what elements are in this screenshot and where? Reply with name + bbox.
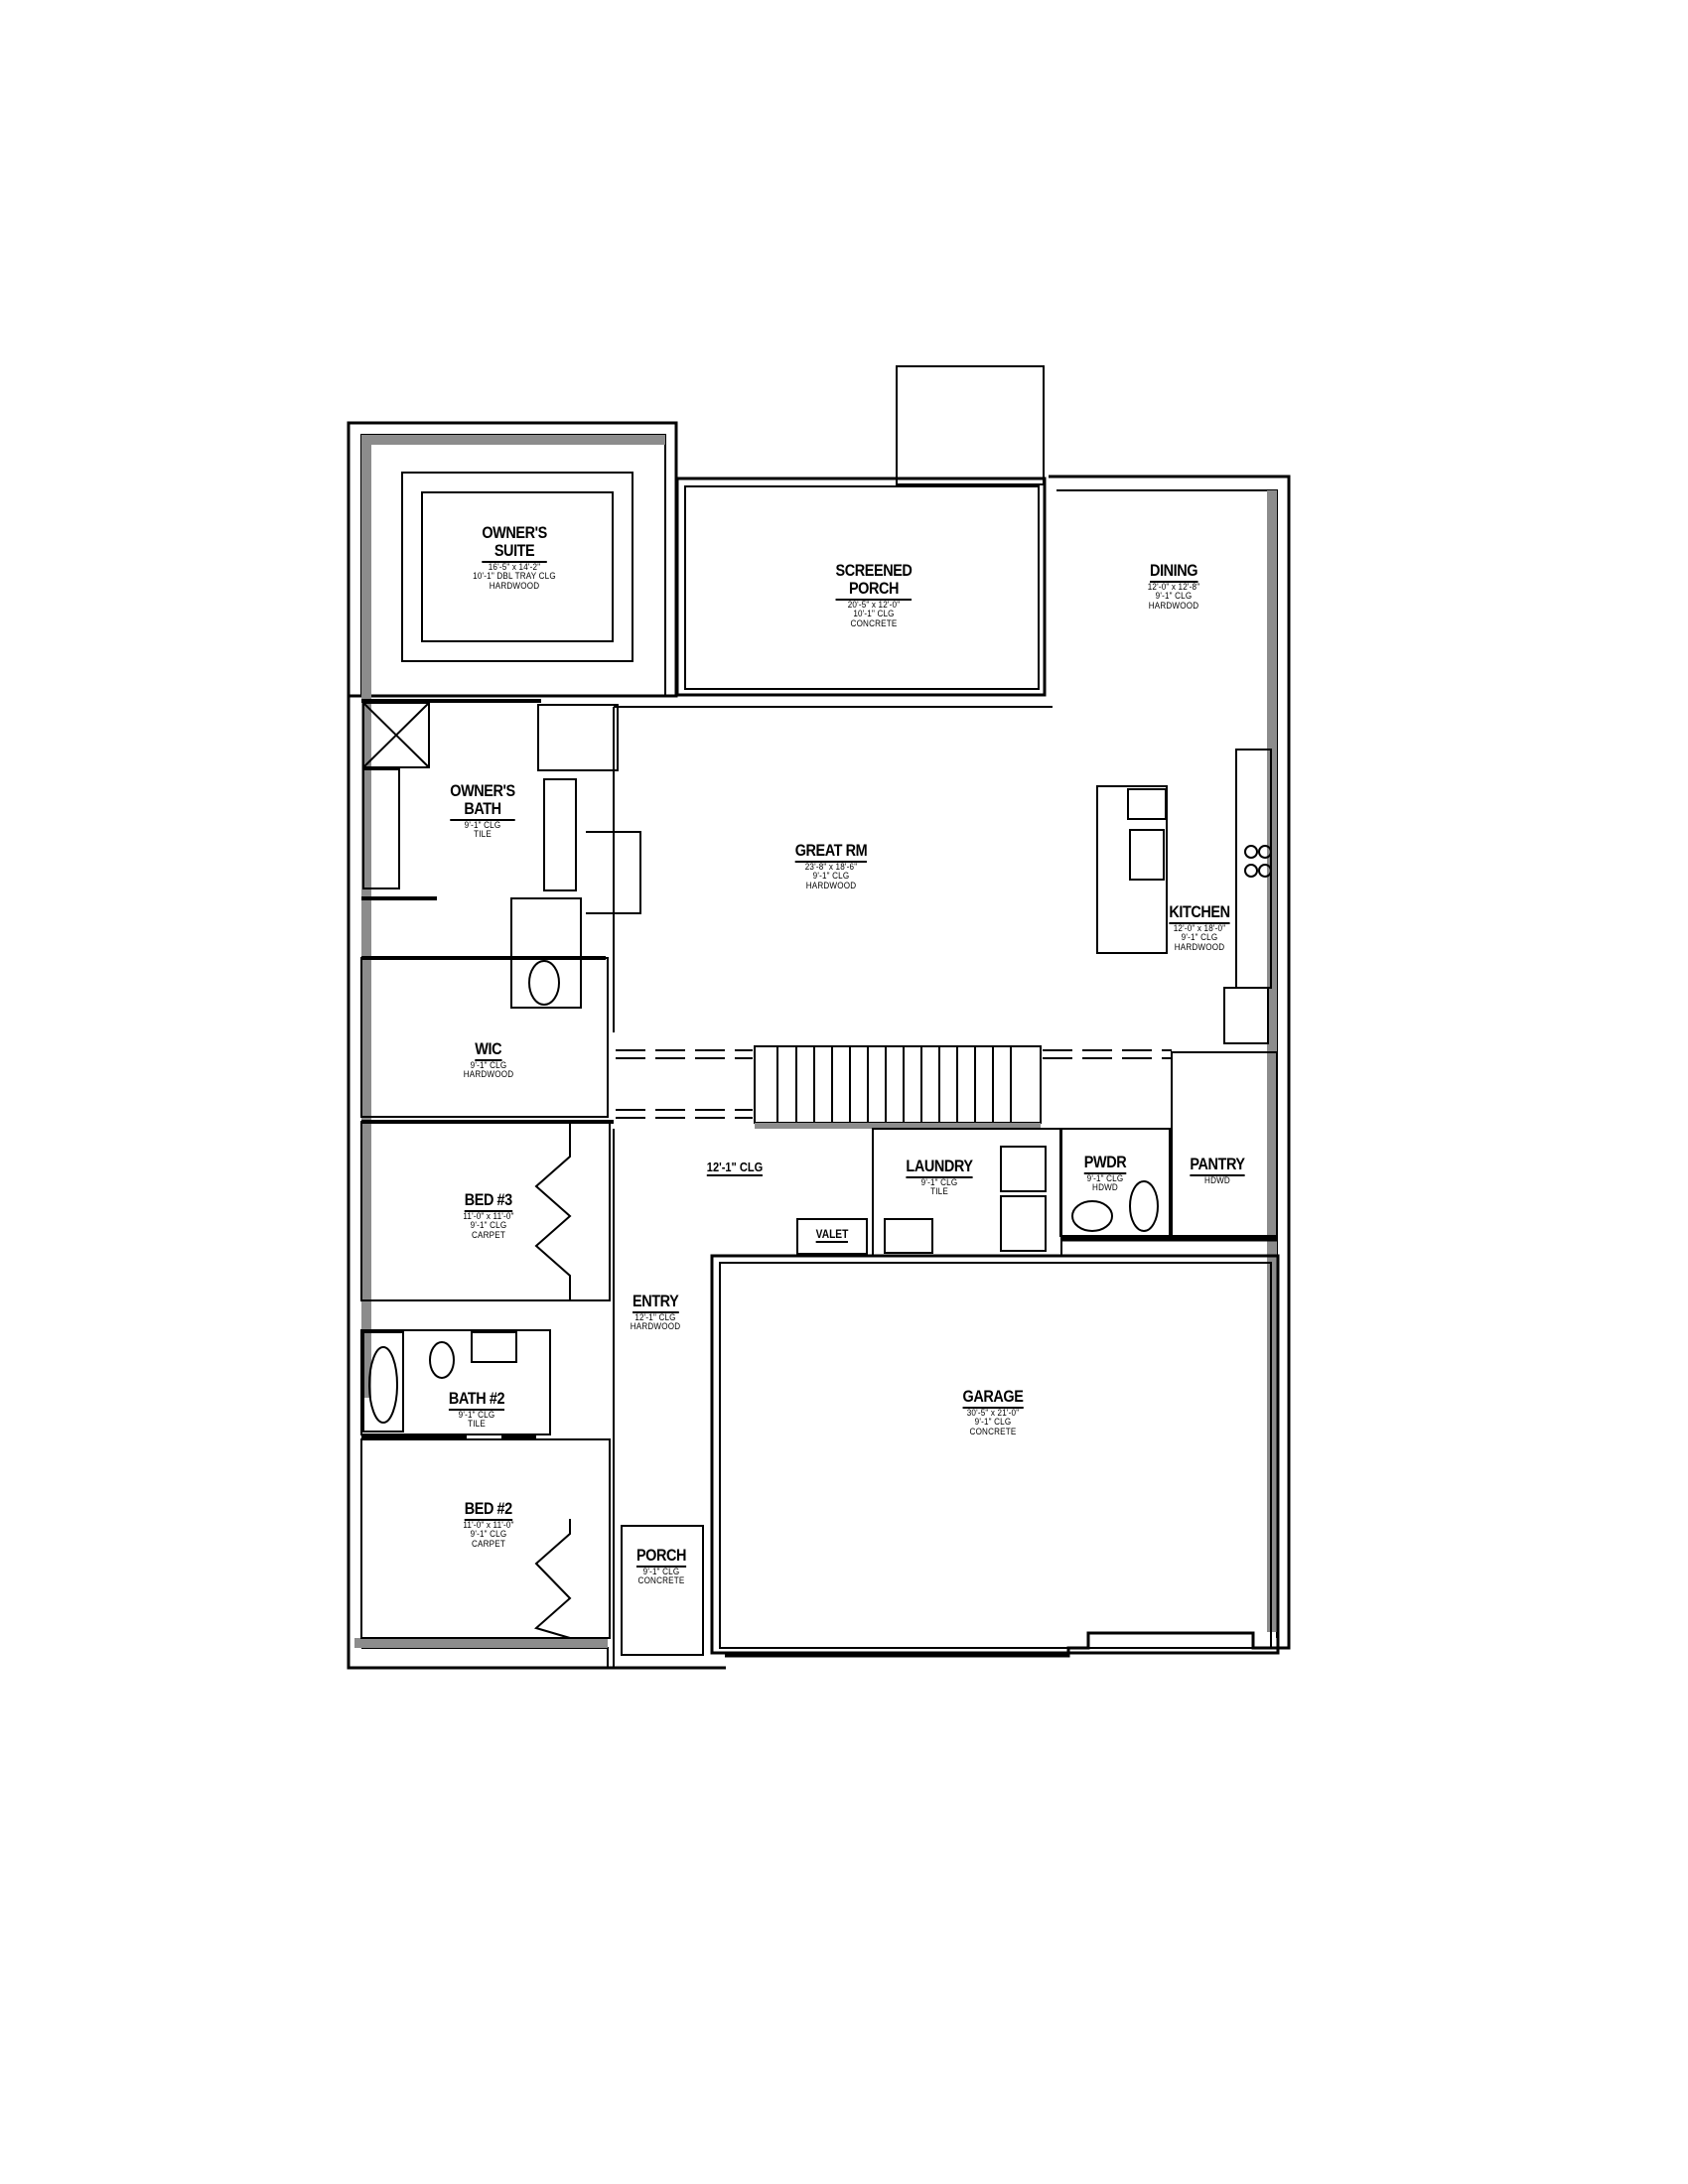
screened-porch-walls [675,477,1047,697]
room-name: DINING [1149,561,1198,580]
room-label-owners-suite: OWNER'S SUITE 16'-5" x 14'-2" 10'-1" DBL… [469,524,561,591]
room-ceiling: 12'-1" CLG [634,1311,676,1322]
room-name: SUITE [493,540,535,560]
powder-pantry-walls [1059,1051,1278,1242]
owners-bath-walls [361,699,619,1009]
room-floor: HDWD [1204,1174,1230,1185]
room-label-garage: GARAGE 30'-5" x 21'-0" 9'-1" CLG CONCRET… [957,1388,1029,1436]
room-floor: CARPET [472,1229,505,1240]
room-name: BATH #2 [448,1389,505,1408]
bed3-walls [360,1121,611,1301]
room-floor: TILE [930,1186,948,1197]
room-ceiling: 9'-1" CLG [470,1220,507,1231]
room-ceiling: 9'-1" CLG [1155,591,1193,602]
room-name: KITCHEN [1169,902,1230,921]
valet-bench [796,1218,868,1255]
bathtub [362,1331,404,1433]
owners-suite-walls [347,421,678,1398]
room-floor: HARDWOOD [1174,941,1225,952]
room-dims: 12'-0" x 12'-8" [1147,581,1200,592]
room-floor: HARDWOOD [1148,600,1199,611]
entry-walls [613,1129,704,1668]
room-label-owners-bath: OWNER'S BATH 9'-1" CLG TILE [444,782,520,840]
room-label-entry: ENTRY 12'-1" CLG HARDWOOD [628,1293,683,1332]
room-label-bed2: BED #2 11'-0" x 11'-0" 9'-1" CLG CARPET [460,1500,516,1549]
room-name: OWNER'S [482,523,547,542]
shower [362,702,430,768]
room-ceiling: 9'-1" CLG [812,871,850,882]
room-ceiling: 9'-1" CLG [1181,932,1218,943]
room-floor: HARDWOOD [805,880,857,890]
room-ceiling: 9'-1" CLG [458,1409,495,1420]
room-name: PORCH [635,1546,687,1565]
kitchen-island [1096,785,1168,954]
room-name: LAUNDRY [906,1157,973,1175]
room-name: BATH [464,798,501,818]
room-label-porch: PORCH 9'-1" CLG CONCRETE [633,1547,691,1586]
room-name: ENTRY [632,1292,679,1310]
great-room-walls [586,706,1272,1044]
room-dims: 12'-0" x 18'-0" [1173,922,1226,933]
room-label-kitchen: KITCHEN 12'-0" x 18'-0" 9'-1" CLG HARDWO… [1164,903,1235,952]
room-floor: HDWD [1092,1182,1118,1193]
room-label-bath2: BATH #2 9'-1" CLG TILE [444,1390,509,1430]
room-label-pantry: PANTRY HDWD [1186,1156,1250,1185]
staircase [616,1045,1172,1129]
garage-walls [710,1254,1280,1655]
kitchen-counter [1235,749,1272,989]
room-floor: HARDWOOD [463,1069,514,1080]
room-label-laundry: LAUNDRY 9'-1" CLG TILE [901,1158,979,1197]
exterior-bump [896,365,1045,485]
room-name: GARAGE [962,1387,1024,1406]
room-dims: 11'-0" x 11'-0" [463,1210,514,1221]
bath2-walls [360,1329,551,1439]
front-porch [621,1525,704,1656]
room-label-screened-porch: SCREENED PORCH 20'-5" x 12'-0" 10'-1" CL… [829,562,918,628]
room-dims: 20'-5" x 12'-0" [847,599,901,610]
room-ceiling: 9'-1" CLG [974,1417,1012,1428]
room-name: BED #2 [464,1499,513,1518]
valet-label: VALET [815,1227,849,1243]
room-floor: HARDWOOD [630,1321,681,1332]
room-label-wic: WIC 9'-1" CLG HARDWOOD [461,1040,516,1080]
room-name: PWDR [1083,1153,1127,1171]
room-label-powder: PWDR 9'-1" CLG HDWD [1080,1154,1130,1193]
room-ceiling: 10'-1" CLG [853,609,895,619]
room-floor: TILE [468,1419,486,1430]
room-name: BED #3 [464,1190,513,1209]
room-name: OWNER'S [450,781,515,800]
room-floor: CONCRETE [850,617,898,628]
room-label-dining: DINING 12'-0" x 12'-8" 9'-1" CLG HARDWOO… [1145,562,1202,611]
room-dims: 11'-0" x 11'-0" [463,1519,514,1530]
room-dims: 16'-5" x 14'-2" [488,561,541,572]
toilet-enclosure [510,897,582,1009]
room-label-bed3: BED #3 11'-0" x 11'-0" 9'-1" CLG CARPET [460,1191,516,1240]
room-ceiling: 9'-1" CLG [1086,1172,1124,1183]
room-name: PANTRY [1190,1155,1245,1173]
room-floor: CONCRETE [637,1575,685,1586]
room-ceiling: 9'-1" CLG [470,1059,507,1070]
room-ceiling: 9'-1" CLG [642,1566,680,1576]
room-name: GREAT RM [794,841,868,860]
left-wing-walls [347,695,726,1670]
room-ceiling: 9'-1" CLG [464,819,501,830]
room-label-great-room: GREAT RM 23'-8" x 18'-6" 9'-1" CLG HARDW… [788,842,873,890]
room-dims: 23'-8" x 18'-6" [804,861,858,872]
room-ceiling: 10'-1" DBL TRAY CLG [473,571,556,582]
room-dims: 30'-5" x 21'-0" [966,1407,1020,1418]
room-floor: TILE [474,829,492,840]
room-name: PORCH [848,578,900,598]
room-floor: HARDWOOD [489,580,540,591]
room-ceiling: 9'-1" CLG [920,1176,958,1187]
bed2-walls [360,1438,611,1639]
main-exterior-walls [725,475,1291,1658]
foyer-ceiling-note: 12'-1" CLG [706,1160,764,1176]
room-name: SCREENED [835,561,913,580]
room-ceiling: 9'-1" CLG [470,1529,507,1540]
room-floor: CONCRETE [969,1426,1017,1436]
room-name: WIC [475,1039,502,1058]
room-floor: CARPET [472,1538,505,1549]
